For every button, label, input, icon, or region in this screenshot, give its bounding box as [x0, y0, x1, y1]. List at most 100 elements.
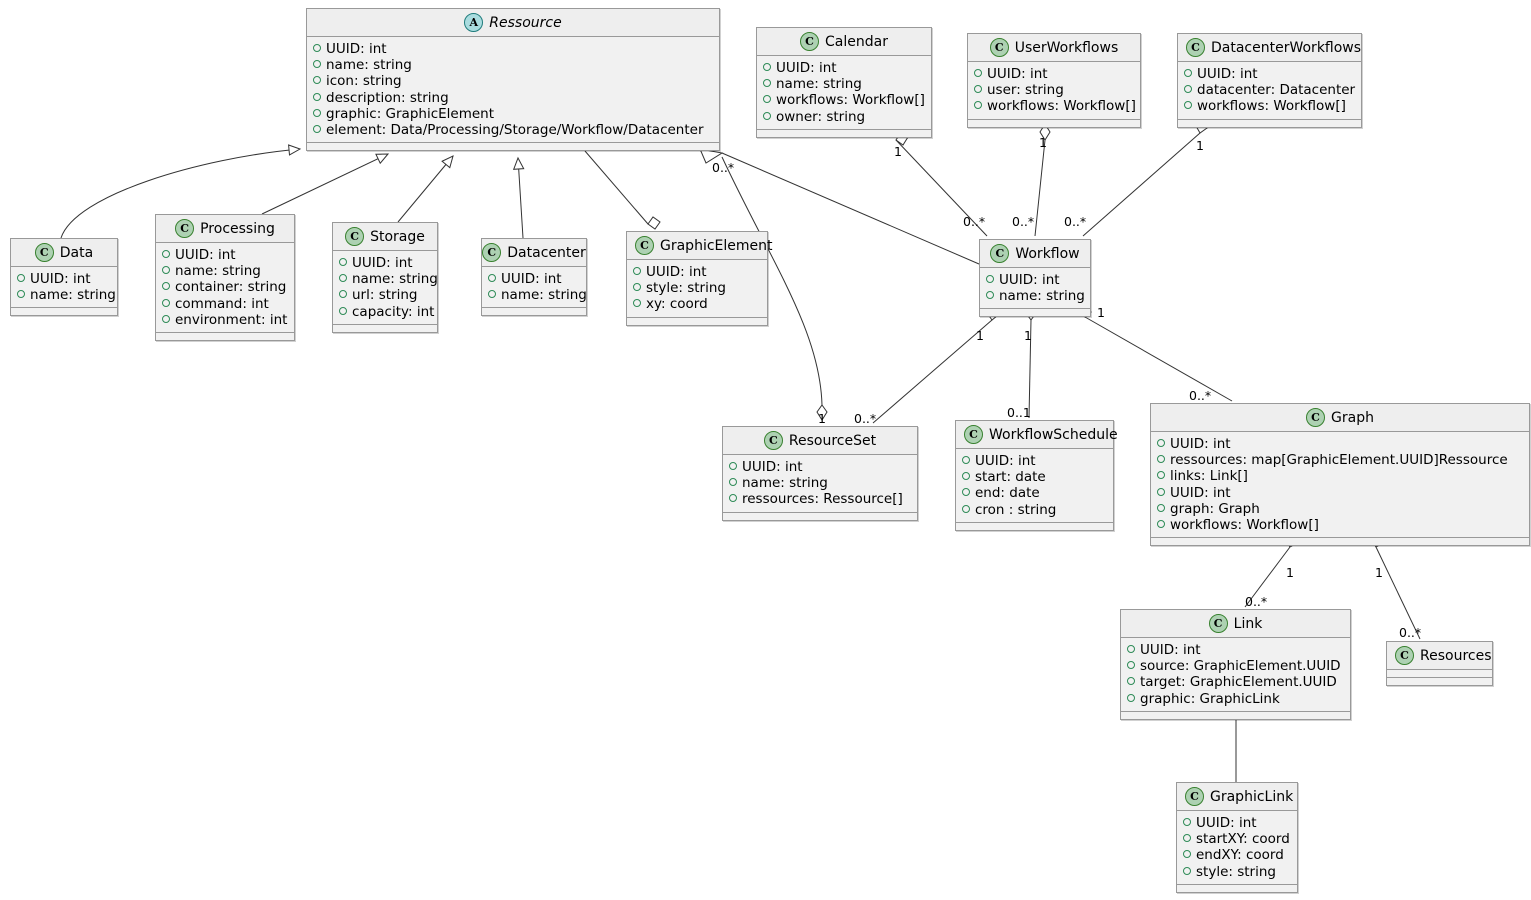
class-name-storage: Storage: [370, 228, 425, 245]
multiplicity-label: 1: [1097, 305, 1105, 320]
class-icon: C: [964, 425, 983, 444]
attribute-label: name: string: [742, 475, 828, 492]
visibility-public-icon: [1183, 850, 1191, 859]
class-name-data: Data: [59, 244, 94, 261]
visibility-public-icon: [162, 314, 170, 323]
class-attributes-resources: [1387, 670, 1492, 678]
attribute-row: source: GraphicElement.UUID: [1127, 658, 1344, 674]
attribute-label: end: date: [975, 485, 1040, 502]
multiplicity-label: 1: [1039, 135, 1047, 150]
class-icon: C: [34, 243, 54, 262]
attribute-label: UUID: int: [776, 60, 837, 76]
visibility-public-icon: [162, 266, 170, 275]
attribute-label: style: string: [1196, 863, 1276, 880]
visibility-public-icon: [1157, 520, 1165, 529]
visibility-public-icon: [339, 290, 347, 299]
multiplicity-label: 1: [818, 411, 826, 426]
visibility-public-icon: [1184, 85, 1192, 94]
attribute-row: workflows: Workflow[]: [763, 92, 925, 108]
visibility-public-icon: [974, 85, 982, 94]
attribute-row: name: string: [763, 76, 925, 92]
attribute-row: description: string: [313, 90, 713, 106]
visibility-public-icon: [1183, 866, 1191, 875]
attribute-label: UUID: int: [30, 271, 91, 287]
visibility-public-icon: [339, 306, 347, 315]
visibility-public-icon: [1127, 661, 1135, 670]
class-name-link: Link: [1233, 615, 1263, 632]
attribute-row: graphic: GraphicLink: [1127, 691, 1344, 707]
attribute-row: UUID: int: [962, 453, 1107, 469]
edge-datacenterworkflows-workflow: [1082, 132, 1201, 237]
attribute-label: UUID: int: [1170, 484, 1231, 501]
visibility-public-icon: [1157, 439, 1165, 447]
attribute-label: name: string: [175, 263, 261, 280]
class-methods-workflowschedule: [956, 522, 1113, 530]
attribute-label: target: GraphicElement.UUID: [1140, 674, 1337, 691]
visibility-public-icon: [1184, 101, 1192, 110]
edge-ressource-has-graphicelement: [584, 150, 649, 225]
attribute-row: name: string: [488, 287, 587, 303]
attribute-row: style: string: [1183, 864, 1291, 880]
attribute-row: icon: string: [313, 73, 713, 89]
visibility-public-icon: [17, 274, 25, 282]
visibility-public-icon: [986, 275, 994, 283]
attribute-row: style: string: [633, 280, 761, 296]
attribute-row: end: date: [962, 485, 1107, 501]
attribute-label: UUID: int: [975, 453, 1036, 469]
class-name-resourceset: ResourceSet: [788, 432, 877, 449]
visibility-public-icon: [986, 291, 994, 300]
multiplicity-label: 0..*: [712, 160, 735, 175]
visibility-public-icon: [974, 69, 982, 77]
attribute-row: ressources: Ressource[]: [729, 491, 911, 507]
class-name-graphicelement: GraphicElement: [660, 237, 773, 254]
class-methods-calendar: [757, 129, 931, 137]
attribute-row: capacity: int: [339, 304, 434, 320]
attribute-row: name: string: [17, 287, 116, 303]
multiplicity-label: 0..1: [1007, 405, 1031, 420]
edge-storage-inherits-ressource: [397, 155, 454, 223]
attribute-row: UUID: int: [763, 60, 925, 76]
visibility-public-icon: [1157, 503, 1165, 512]
visibility-public-icon: [339, 258, 347, 266]
class-name-datacenter: Datacenter: [507, 244, 586, 261]
attribute-row: workflows: Workflow[]: [974, 98, 1136, 114]
visibility-public-icon: [1157, 455, 1165, 464]
attribute-label: name: string: [326, 57, 412, 74]
attribute-label: UUID: int: [1170, 436, 1231, 452]
visibility-public-icon: [962, 472, 970, 481]
multiplicity-label: 1: [894, 144, 902, 159]
visibility-public-icon: [729, 462, 737, 470]
edge-datacenter-inherits-ressource: [512, 156, 525, 239]
attribute-label: UUID: int: [999, 272, 1060, 288]
visibility-public-icon: [488, 290, 496, 299]
class-header-data: C Data: [11, 239, 117, 267]
visibility-public-icon: [313, 44, 321, 52]
visibility-public-icon: [1157, 471, 1165, 480]
class-methods-ressource: [307, 143, 719, 151]
attribute-row: xy: coord: [633, 296, 761, 312]
abstract-class-icon: A: [464, 13, 484, 32]
visibility-public-icon: [313, 125, 321, 134]
attribute-label: name: string: [352, 271, 438, 288]
attribute-label: UUID: int: [742, 459, 803, 475]
